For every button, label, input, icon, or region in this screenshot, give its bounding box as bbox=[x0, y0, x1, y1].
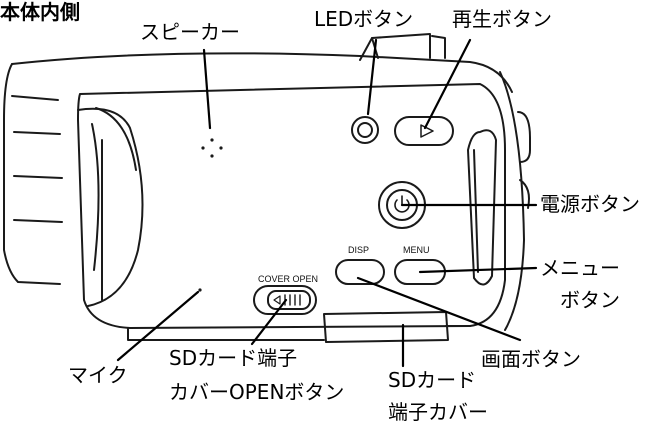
menu-text: MENU bbox=[403, 245, 430, 255]
menu-button-label-line2: ボタン bbox=[560, 288, 620, 312]
speaker-leader bbox=[202, 48, 212, 130]
led-button-label: LEDボタン bbox=[314, 7, 414, 31]
menu-leader bbox=[418, 266, 538, 274]
sd-cover-open-label-line1: SDカード端子 bbox=[169, 346, 298, 370]
screen-button-label: 画面ボタン bbox=[481, 347, 581, 371]
section-title: 本体内側 bbox=[0, 0, 80, 24]
top-control bbox=[359, 33, 431, 61]
play-button bbox=[394, 116, 454, 146]
mic-hole bbox=[198, 288, 202, 292]
panel-hinge bbox=[77, 107, 144, 307]
sd-cover-label-line1: SDカード bbox=[388, 368, 477, 392]
play-leader bbox=[423, 38, 472, 130]
cover-open-text: COVER OPEN bbox=[258, 274, 318, 284]
play-icon bbox=[420, 124, 434, 138]
screen-leader bbox=[356, 276, 522, 342]
sd-card-cover bbox=[323, 311, 449, 343]
power-icon bbox=[394, 195, 410, 213]
zoom-slot bbox=[467, 129, 497, 286]
play-button-label: 再生ボタン bbox=[452, 7, 552, 31]
disp-text: DISP bbox=[348, 245, 369, 255]
led-leader bbox=[366, 38, 378, 116]
microphone-label: マイク bbox=[68, 363, 128, 387]
disp-button bbox=[335, 259, 385, 285]
power-button-label: 電源ボタン bbox=[540, 192, 640, 216]
menu-button-label-line1: メニュー bbox=[540, 256, 620, 280]
speaker-label: スピーカー bbox=[140, 20, 240, 44]
sd-cover-label-line2: 端子カバー bbox=[388, 400, 488, 424]
cover-open-leader bbox=[250, 298, 288, 346]
side-strap bbox=[517, 111, 531, 163]
body-right-edge bbox=[499, 71, 525, 331]
led-button bbox=[351, 116, 379, 144]
mic-leader bbox=[116, 290, 200, 362]
sd-cover-open-label-line2: カバーOPENボタン bbox=[169, 380, 345, 404]
body-top-edge bbox=[11, 52, 513, 93]
lens-housing bbox=[3, 63, 61, 285]
cover-open-slider bbox=[253, 285, 317, 315]
